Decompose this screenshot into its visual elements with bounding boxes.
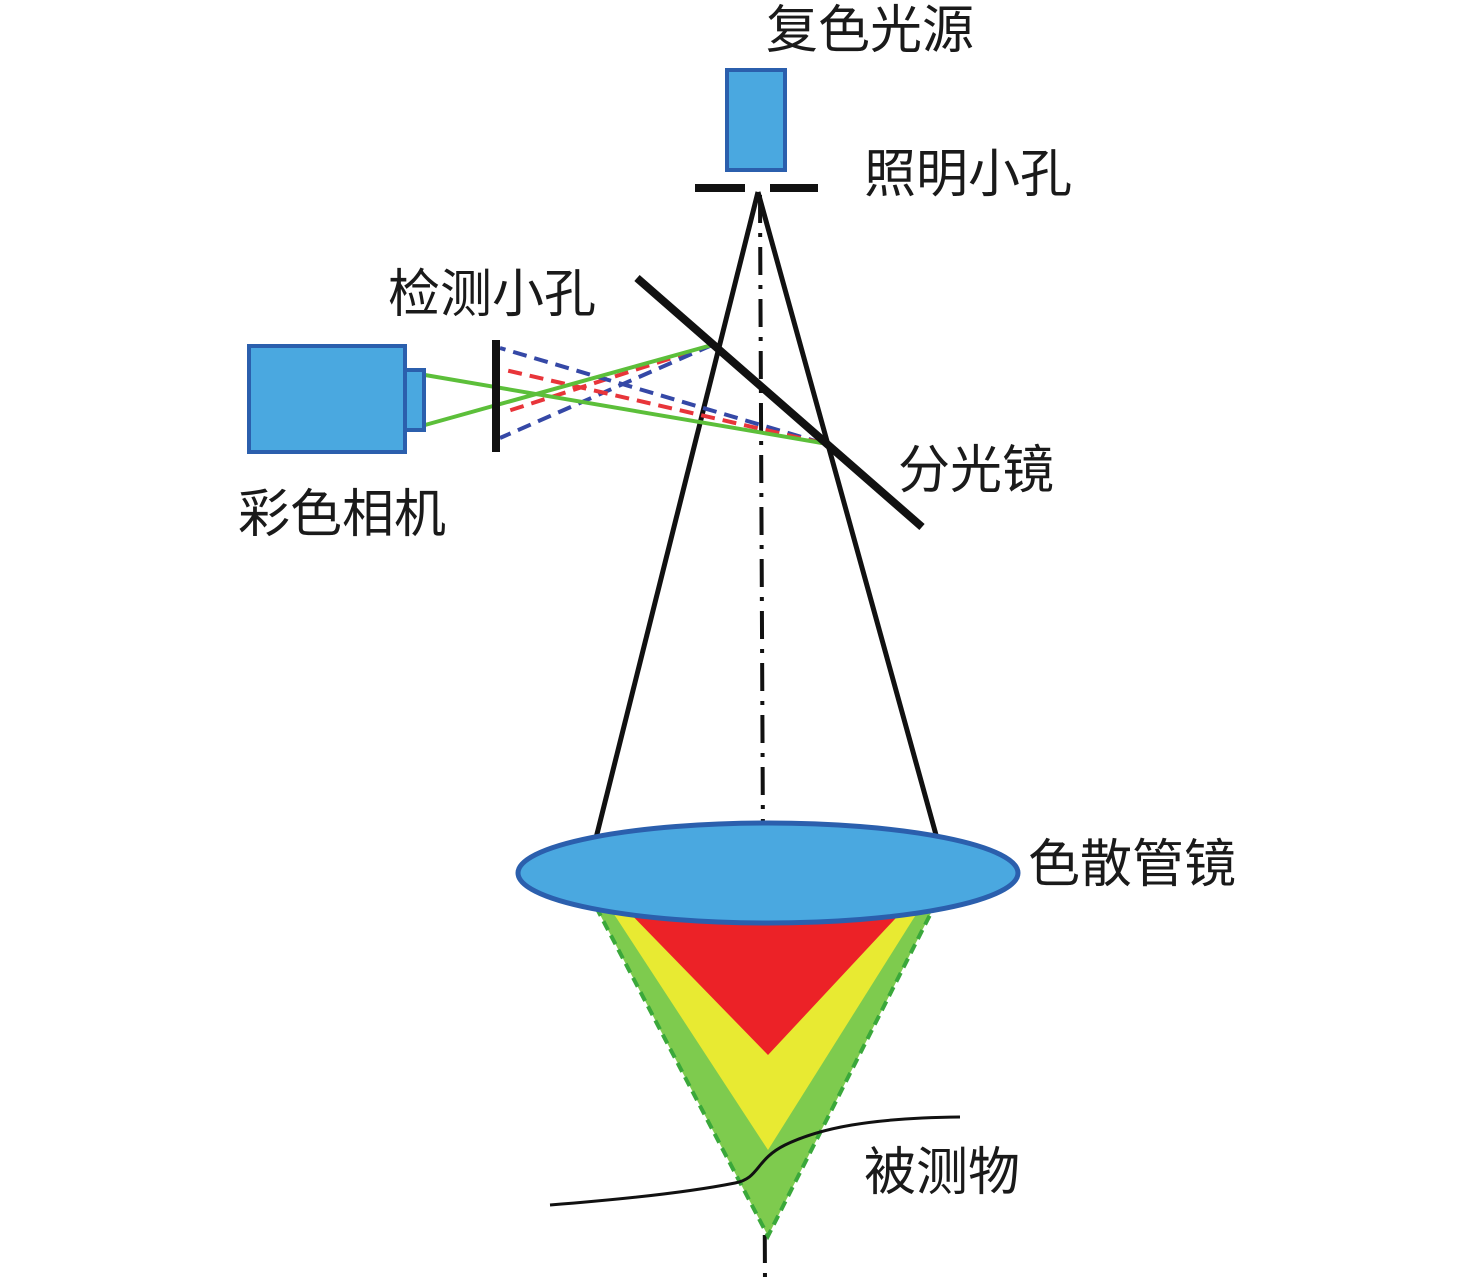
label-illumination-pinhole: 照明小孔 <box>864 145 1072 205</box>
dispersive-lens <box>515 820 1021 926</box>
label-detection-pinhole: 检测小孔 <box>388 265 596 325</box>
beam-splitter <box>634 274 925 531</box>
measured-object-surface <box>549 1115 961 1207</box>
color-camera <box>247 344 407 454</box>
ray-red-lower <box>504 368 823 445</box>
label-beam-splitter: 分光镜 <box>898 441 1054 501</box>
label-dispersive-lens: 色散管镜 <box>1028 835 1236 895</box>
label-light-source: 复色光源 <box>766 1 974 61</box>
ray-red-upper <box>504 343 713 414</box>
light-source <box>725 68 787 172</box>
cone-left-edge <box>592 191 761 843</box>
ray-blue-lower <box>499 346 823 445</box>
label-measured-object: 被测物 <box>864 1143 1020 1203</box>
camera-lens <box>403 368 426 432</box>
cone-red <box>622 905 908 1055</box>
cone-right-edge <box>755 191 941 843</box>
label-color-camera: 彩色相机 <box>238 485 446 545</box>
ray-green-upper <box>424 343 713 427</box>
ray-green-lower <box>424 373 823 445</box>
